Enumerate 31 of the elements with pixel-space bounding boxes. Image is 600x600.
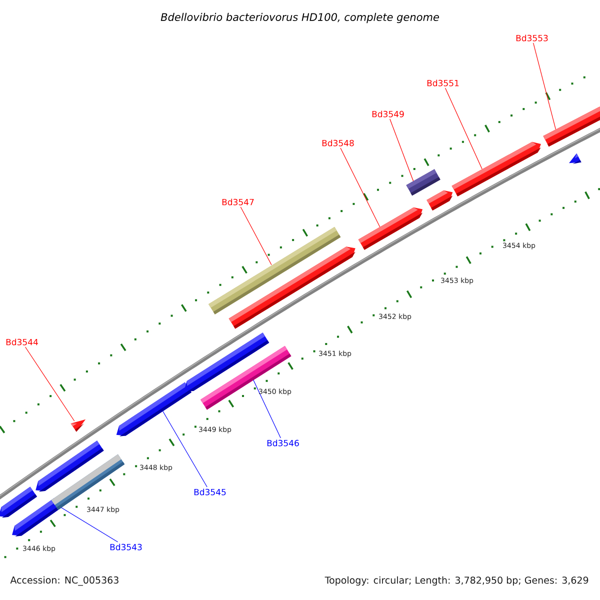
gene-feature (569, 153, 582, 164)
leader-line (533, 42, 556, 130)
gene-feature (406, 169, 440, 196)
gene-feature (70, 419, 86, 432)
gene-label: Bd3546 (267, 440, 299, 446)
gene-label: Bd3544 (6, 338, 38, 346)
leader-line (340, 148, 380, 228)
gene-label: Bd3551 (427, 80, 459, 86)
gene-feature (228, 246, 356, 329)
gene-label: Bd3548 (322, 140, 354, 146)
gene-feature (200, 346, 292, 410)
title: Bdellovibrio bacteriovorus HD100, complete genome (160, 12, 439, 24)
gene-label: Bd3543 (110, 544, 142, 550)
leader-line (444, 88, 482, 170)
gene-feature (358, 207, 423, 250)
leader-line (60, 507, 118, 542)
gene-feature (543, 106, 600, 147)
gene-feature (116, 382, 192, 436)
leader-line (25, 346, 75, 422)
leader-line (162, 410, 208, 488)
gene-feature (426, 190, 453, 210)
leader-line (253, 380, 281, 438)
gene-feature (452, 142, 541, 196)
genome-stats-text: Topology: circular; Length: 3,782,950 bp; Genes: 3,629 (324, 576, 588, 586)
gene-label: Bd3547 (222, 198, 254, 206)
leader-line (390, 118, 414, 182)
accession-text: Accession: NC_005363 (10, 576, 118, 586)
gene-label: Bd3553 (516, 34, 548, 42)
gene-label: Bd3549 (372, 110, 404, 118)
gene-label: Bd3545 (194, 488, 226, 496)
gene-feature (0, 486, 38, 518)
